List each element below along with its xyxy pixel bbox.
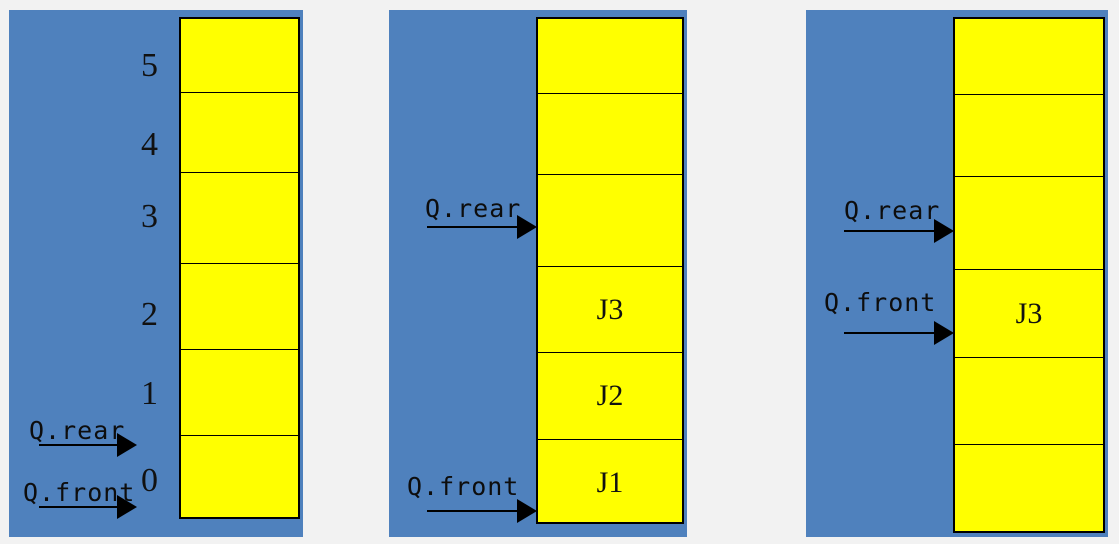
- queue-cell-3: [538, 174, 682, 266]
- cell-content: J1: [596, 466, 624, 499]
- queue-cell-1: [181, 349, 298, 435]
- queue-panel-three-items: J3 J2 J1 Q.rear Q.front: [389, 10, 687, 537]
- cell-content: J2: [596, 379, 624, 412]
- front-pointer-label: Q.front: [824, 288, 937, 317]
- queue-cell-1: J2: [538, 352, 682, 439]
- arrow-head-icon: [517, 215, 537, 239]
- queue-cell-5: [955, 19, 1103, 94]
- queue-array: J3 J2 J1: [536, 17, 684, 524]
- arrow-head-icon: [934, 321, 954, 345]
- arrow-head-icon: [117, 433, 137, 457]
- queue-cell-0: [181, 435, 298, 521]
- rear-pointer-arrow: [844, 219, 954, 243]
- index-label-4: 4: [141, 126, 158, 163]
- arrow-head-icon: [517, 499, 537, 523]
- cell-content: J3: [596, 292, 624, 326]
- front-pointer-arrow: [39, 495, 137, 519]
- queue-cell-4: [955, 94, 1103, 176]
- queue-cell-3: [955, 176, 1103, 269]
- rear-pointer-label: Q.rear: [844, 196, 941, 225]
- rear-pointer-arrow: [427, 215, 537, 239]
- index-label-2: 2: [141, 296, 158, 333]
- index-label-1: 1: [141, 375, 158, 412]
- cell-content: J3: [1015, 296, 1043, 330]
- queue-cell-0: [955, 444, 1103, 535]
- front-pointer-arrow: [427, 499, 537, 523]
- queue-cell-5: [181, 19, 298, 92]
- queue-array: J3: [953, 17, 1105, 533]
- queue-panel-empty: 5 4 3 2 1 0 Q.rear Q.front: [9, 10, 303, 537]
- rear-pointer-label: Q.rear: [29, 416, 126, 445]
- arrow-head-icon: [934, 219, 954, 243]
- index-label-0: 0: [141, 462, 158, 499]
- queue-cell-1: [955, 357, 1103, 444]
- index-label-5: 5: [141, 47, 158, 84]
- queue-array: [179, 17, 300, 519]
- index-label-3: 3: [141, 198, 158, 235]
- rear-pointer-label: Q.rear: [425, 194, 522, 223]
- queue-cell-2: [181, 263, 298, 349]
- queue-cell-2: J3: [955, 269, 1103, 357]
- queue-cell-5: [538, 19, 682, 93]
- queue-cell-3: [181, 172, 298, 263]
- front-pointer-label: Q.front: [407, 472, 520, 501]
- arrow-head-icon: [117, 495, 137, 519]
- rear-pointer-arrow: [39, 433, 137, 457]
- queue-panel-one-item: J3 Q.rear Q.front: [806, 10, 1108, 537]
- queue-cell-4: [181, 92, 298, 172]
- queue-cell-0: J1: [538, 439, 682, 526]
- queue-cell-2: J3: [538, 266, 682, 352]
- front-pointer-arrow: [844, 321, 954, 345]
- front-pointer-label: Q.front: [23, 478, 136, 507]
- queue-cell-4: [538, 93, 682, 174]
